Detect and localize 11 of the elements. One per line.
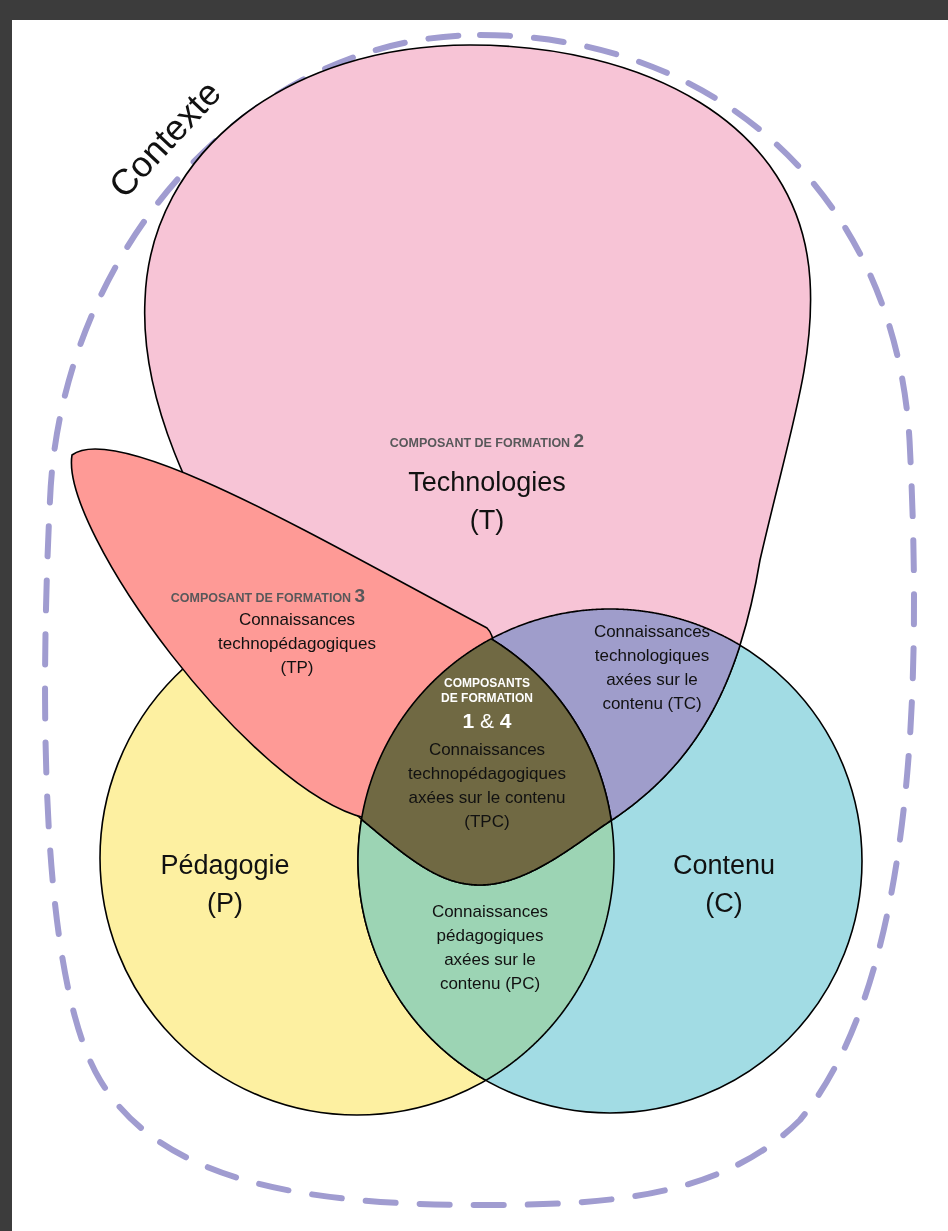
- region-label: Connaissances technologiques axées sur le contenu (TC): [592, 621, 712, 715]
- region-label: Technologies (T): [407, 466, 567, 537]
- heading-text: 1 & 4: [461, 709, 513, 733]
- region-label: Connaissances technopédagogiques axées sur le contenu (TPC): [407, 739, 567, 833]
- region-label: Contenu (C): [671, 849, 777, 920]
- heading-text: COMPOSANTS DE FORMATION: [440, 676, 534, 706]
- heading-text: COMPOSANT DE FORMATION 3: [169, 585, 367, 607]
- heading-text: COMPOSANT DE FORMATION 2: [388, 430, 586, 452]
- region-label: Connaissances technopédagogiques (TP): [217, 609, 377, 679]
- region-label: Connaissances pédagogiques axées sur le contenu (PC): [430, 901, 550, 995]
- region-label: Pédagogie (P): [159, 849, 291, 920]
